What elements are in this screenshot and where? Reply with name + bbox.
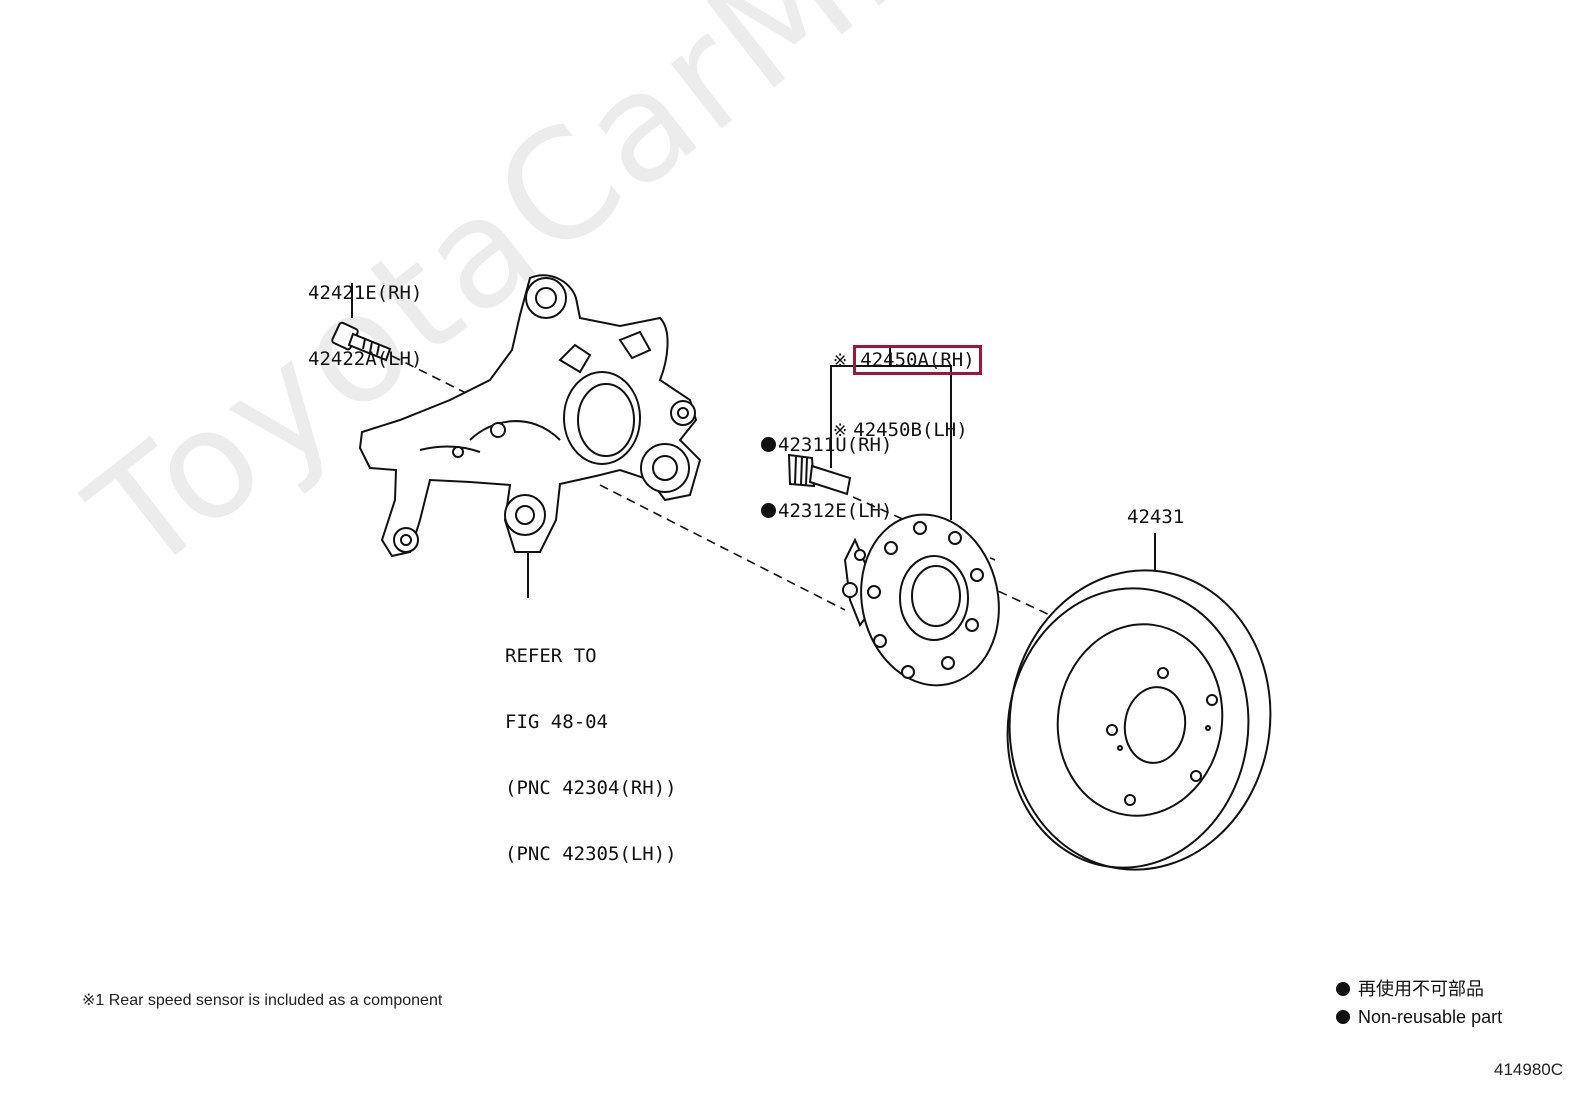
- refer-line-4: (PNC 42305(LH)): [505, 843, 677, 865]
- bolt-lh-number[interactable]: 42422A(LH): [308, 348, 423, 370]
- legend-en: Non-reusable part: [1358, 1007, 1503, 1027]
- stud-label[interactable]: 42311U(RH) 42312E(LH): [761, 390, 892, 544]
- legend-bullet-icon: [1336, 1010, 1350, 1024]
- non-reusable-bullet-icon: [761, 437, 776, 452]
- refer-to-label[interactable]: REFER TO FIG 48-04 (PNC 42304(RH)) (PNC …: [505, 601, 677, 887]
- hub-lh-number[interactable]: 42450B(LH): [853, 419, 968, 441]
- stud-rh-number[interactable]: 42311U(RH): [778, 434, 893, 456]
- knuckle-part: [358, 274, 702, 558]
- figure-id: 414980C: [1494, 1060, 1564, 1079]
- hub-reference-mark: ※: [833, 351, 848, 371]
- stud-lh-number[interactable]: 42312E(LH): [778, 500, 893, 522]
- footnote: ※1 Rear speed sensor is included as a co…: [82, 992, 443, 1009]
- bolt-label[interactable]: 42421E(RH) 42422A(LH): [308, 238, 422, 392]
- hub-rh-number-highlighted[interactable]: 42450A(RH): [853, 345, 982, 375]
- legend-jp: 再使用不可部品: [1358, 979, 1484, 999]
- legend-bullet-icon: [1336, 982, 1350, 996]
- hub-reference-mark-2: ※: [833, 421, 848, 441]
- disc-label[interactable]: 42431: [1127, 506, 1185, 528]
- brake-disc-part: [1006, 569, 1272, 871]
- bolt-rh-number[interactable]: 42421E(RH): [308, 282, 423, 304]
- refer-line-1: REFER TO: [505, 645, 597, 667]
- bolt-part: [331, 321, 392, 362]
- axis-dash-1: [599, 484, 846, 611]
- refer-line-2[interactable]: FIG 48-04: [505, 711, 608, 733]
- hub-stud-part: [787, 453, 852, 496]
- hub-bearing-part: [842, 513, 1000, 687]
- hub-label[interactable]: ※42450A(RH) ※42450B(LH): [833, 301, 982, 464]
- refer-line-3: (PNC 42304(RH)): [505, 777, 677, 799]
- legend: 再使用不可部品 Non-reusable part: [1336, 975, 1502, 1031]
- non-reusable-bullet-icon: [761, 503, 776, 518]
- bolt-dash: [391, 355, 501, 411]
